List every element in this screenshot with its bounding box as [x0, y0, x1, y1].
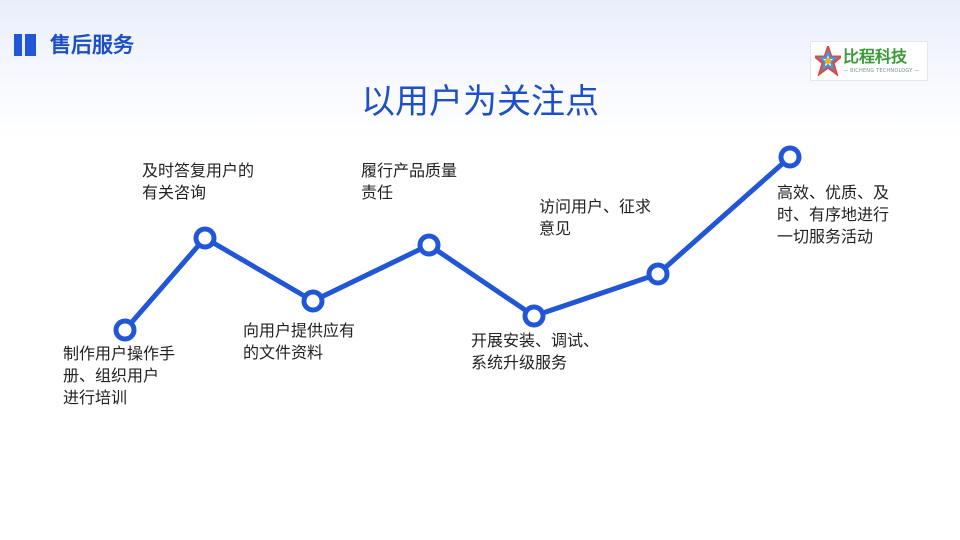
- star-logo-icon: [815, 46, 841, 76]
- step-label-line: 高效、优质、及: [777, 183, 890, 202]
- step-label-2: 及时答复用户的有关咨询: [142, 160, 254, 204]
- step-label-line: 册、组织用户: [63, 366, 160, 385]
- step-label-line: 向用户提供应有: [243, 321, 356, 340]
- step-label-line: 制作用户操作手: [63, 344, 176, 363]
- step-label-4: 履行产品质量责任: [361, 160, 457, 204]
- timeline-node-3: [301, 289, 325, 313]
- company-logo: 比程科技 — BICHENG TECHNOLOGY —: [810, 41, 928, 81]
- timeline-node-7: [778, 145, 802, 169]
- step-label-6: 访问用户、征求意见: [539, 196, 651, 240]
- step-label-5: 开展安装、调试、系统升级服务: [471, 330, 599, 374]
- logo-name: 比程科技: [843, 47, 908, 66]
- timeline-node-1: [113, 318, 137, 342]
- step-label-line: 履行产品质量: [361, 161, 458, 180]
- step-label-line: 的文件资料: [243, 343, 324, 362]
- step-label-line: 有关咨询: [142, 183, 207, 202]
- step-label-7: 高效、优质、及时、有序地进行一切服务活动: [777, 182, 889, 248]
- header-accent-bar: [14, 34, 36, 56]
- step-label-line: 开展安装、调试、: [471, 331, 600, 350]
- step-label-line: 进行培训: [63, 388, 128, 407]
- timeline-node-4: [417, 233, 441, 257]
- timeline-node-2: [193, 226, 217, 250]
- step-label-line: 系统升级服务: [471, 353, 568, 372]
- section-title: 售后服务: [50, 33, 134, 57]
- step-label-line: 责任: [361, 183, 394, 202]
- step-label-line: 意见: [539, 219, 572, 238]
- logo-subtitle: — BICHENG TECHNOLOGY —: [843, 68, 920, 74]
- step-label-line: 访问用户、征求: [539, 197, 652, 216]
- step-label-3: 向用户提供应有的文件资料: [243, 320, 355, 364]
- timeline-node-5: [522, 304, 546, 328]
- step-label-line: 一切服务活动: [777, 227, 874, 246]
- step-label-line: 时、有序地进行: [777, 205, 890, 224]
- step-label-line: 及时答复用户的: [142, 161, 255, 180]
- step-label-1: 制作用户操作手册、组织用户进行培训: [63, 343, 175, 409]
- main-title: 以用户为关注点: [361, 82, 599, 122]
- timeline-node-6: [646, 262, 670, 286]
